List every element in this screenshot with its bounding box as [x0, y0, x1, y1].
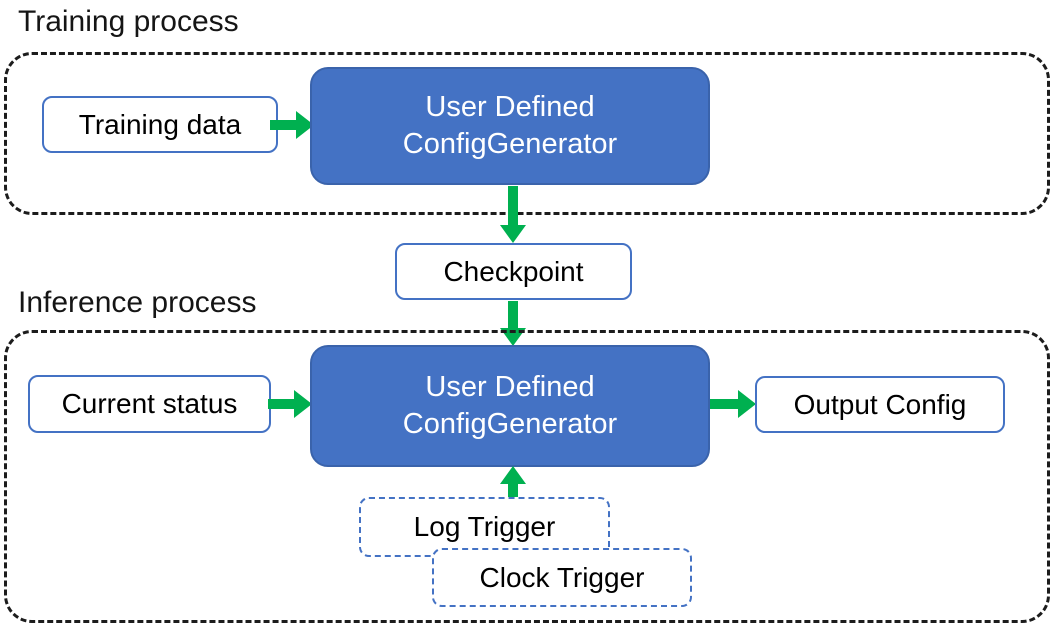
current-status-label: Current status [61, 388, 238, 419]
arrow-generator-to-checkpoint [500, 186, 526, 243]
arrow-checkpoint-to-inference-generator [500, 301, 526, 346]
checkpoint-box: Checkpoint [395, 243, 632, 300]
inference-process-title: Inference process [18, 286, 257, 319]
arrow-current-status-to-generator [268, 390, 312, 418]
current-status-box: Current status [28, 375, 271, 433]
training-process-title: Training process [18, 5, 239, 38]
arrow-log-trigger-to-generator [500, 466, 526, 498]
checkpoint-label: Checkpoint [443, 255, 584, 287]
log-trigger-label: Log Trigger [413, 511, 556, 542]
clock-trigger-box: Clock Trigger [432, 548, 692, 607]
clock-trigger-label: Clock Trigger [479, 561, 645, 593]
output-config-box: Output Config [755, 376, 1005, 433]
training-data-label: Training data [78, 108, 242, 140]
inference-process-container [4, 330, 1050, 623]
inference-config-generator-box: User Defined ConfigGenerator [310, 345, 710, 467]
output-config-label: Output Config [793, 388, 967, 420]
inference-generator-line1: User Defined [425, 371, 595, 403]
training-data-box: Training data [42, 96, 278, 153]
inference-generator-line2: ConfigGenerator [402, 408, 618, 440]
training-config-generator-box: User Defined ConfigGenerator [310, 67, 710, 185]
arrow-generator-to-output-config [710, 390, 756, 418]
training-generator-line2: ConfigGenerator [402, 128, 618, 160]
arrow-training-data-to-generator [270, 111, 314, 139]
training-generator-line1: User Defined [425, 91, 595, 123]
log-trigger-box: Log Trigger [359, 497, 610, 557]
training-process-container [4, 52, 1050, 215]
